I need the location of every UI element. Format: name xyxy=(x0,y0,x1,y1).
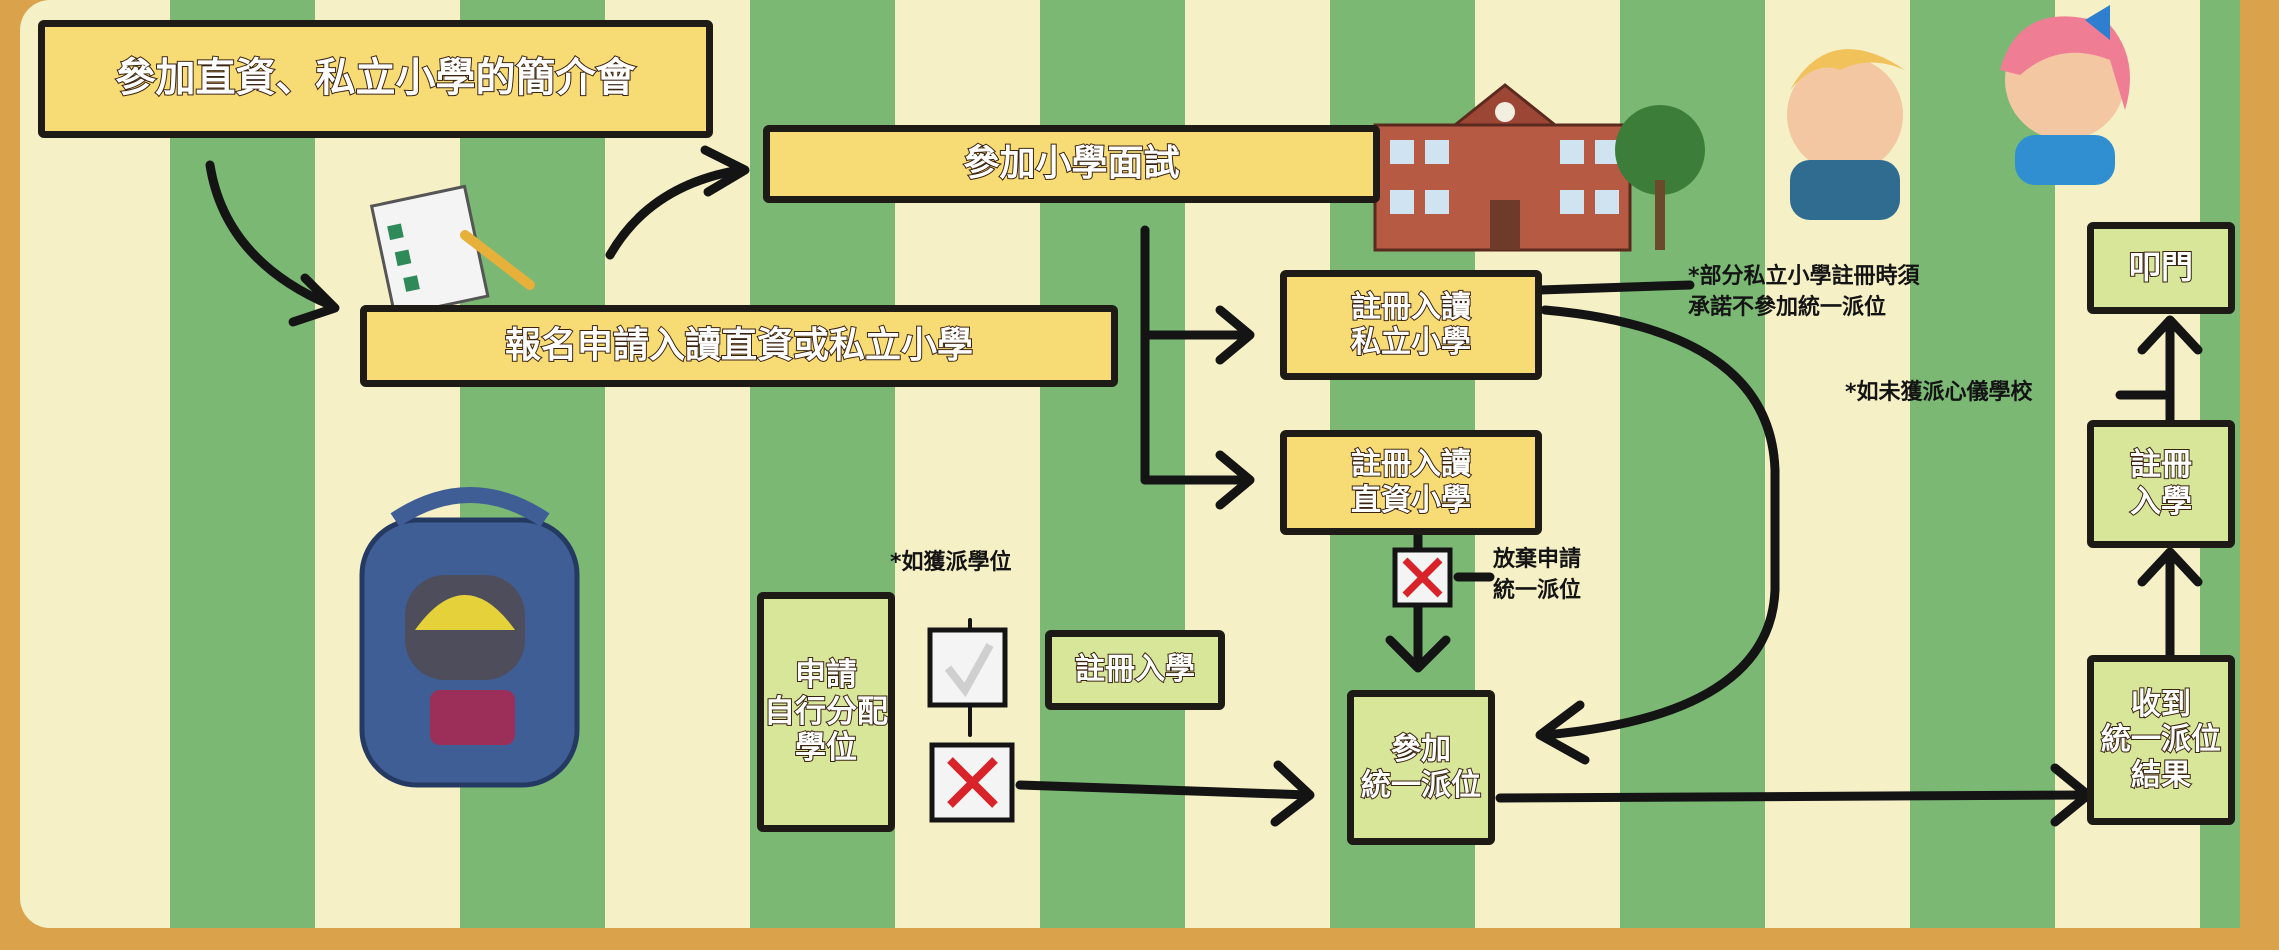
step-enrol: 註冊入學 xyxy=(1045,630,1225,710)
offered-checkbox xyxy=(927,627,1008,708)
backpack-icon xyxy=(359,487,580,788)
girl-waving-icon xyxy=(2000,5,2130,185)
arrow-central-to-result xyxy=(1495,790,2090,803)
arrowhead xyxy=(1270,760,1315,827)
arrow-not-offered-to-central xyxy=(1015,780,1313,800)
arrowhead xyxy=(700,145,750,197)
step-register-dss: 註冊入讀 直資小學 xyxy=(1280,430,1542,535)
stripe xyxy=(460,0,605,928)
step-register-enrol: 註冊 入學 xyxy=(2087,420,2235,548)
arrow-apply-to-interview xyxy=(605,165,745,260)
step-briefing: 參加直資、私立小學的簡介會 xyxy=(38,20,713,138)
step-knock-door-label: 叩門 xyxy=(2128,247,2194,287)
give-up-cross-icon xyxy=(1392,547,1453,608)
note-private-commitment: *部分私立小學註冊時須 承諾不參加統一派位 xyxy=(1688,264,1920,320)
step-receive-result: 收到 統一派位 結果 xyxy=(2087,655,2235,825)
step-register-enrol-label: 註冊 入學 xyxy=(2129,446,2193,521)
not-offered-cross-icon xyxy=(929,742,1015,823)
step-register-dss-label: 註冊入讀 直資小學 xyxy=(1350,446,1472,518)
step-central-allocation-label: 參加 統一派位 xyxy=(1360,731,1482,803)
step-interview: 參加小學面試 xyxy=(763,125,1380,203)
arrowhead xyxy=(1215,305,1255,365)
arrow-briefing-to-apply xyxy=(205,160,335,310)
arrowhead xyxy=(2137,315,2203,355)
line-note-private xyxy=(1535,280,1695,295)
arrowhead xyxy=(1215,450,1255,510)
step-register-private-label: 註冊入讀 私立小學 xyxy=(1350,289,1472,361)
step-briefing-label: 參加直資、私立小學的簡介會 xyxy=(115,54,637,102)
note-if-not-allocated: *如未獲派心儀學校 xyxy=(1845,380,2033,405)
arrowhead xyxy=(1535,700,1590,765)
step-apply: 報名申請入讀直資或私立小學 xyxy=(360,305,1118,387)
stripe xyxy=(170,0,315,928)
step-discretionary-label: 申請 自行分配 學位 xyxy=(763,656,889,767)
school-building-icon xyxy=(1373,83,1705,252)
note-give-up: 放棄申請 統一派位 xyxy=(1493,547,1582,603)
step-interview-label: 參加小學面試 xyxy=(962,142,1180,185)
arrowhead xyxy=(288,273,340,327)
arrow-private-to-central xyxy=(1540,305,1780,740)
step-central-allocation: 參加 統一派位 xyxy=(1347,690,1495,845)
step-apply-label: 報名申請入讀直資或私立小學 xyxy=(504,324,974,367)
step-receive-result-label: 收到 統一派位 結果 xyxy=(2100,686,2222,794)
boy-waving-icon xyxy=(1787,49,1905,220)
step-knock-door: 叩門 xyxy=(2087,222,2235,314)
note-if-offered: *如獲派學位 xyxy=(890,550,1012,575)
arrowhead xyxy=(2137,547,2203,587)
step-enrol-label: 註冊入學 xyxy=(1074,651,1196,688)
arrowhead xyxy=(1385,635,1451,673)
step-discretionary: 申請 自行分配 學位 xyxy=(757,592,895,832)
step-register-private: 註冊入讀 私立小學 xyxy=(1280,270,1542,380)
